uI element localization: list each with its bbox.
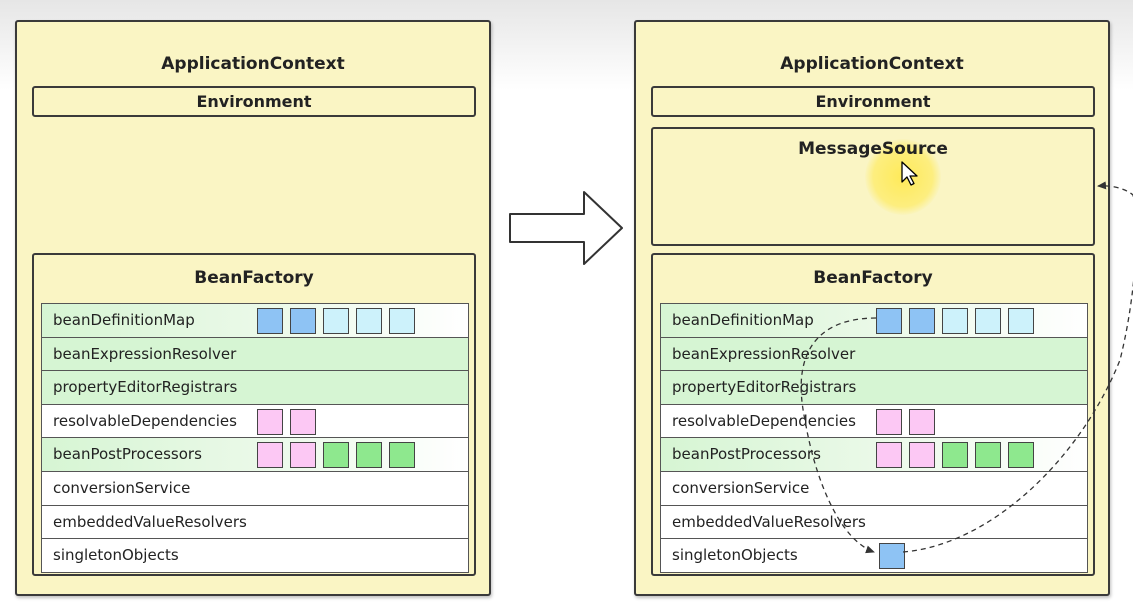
field-label: beanDefinitionMap xyxy=(53,311,195,329)
right-application-context: ApplicationContext Environment MessageSo… xyxy=(634,20,1110,596)
cyan-entry-square xyxy=(942,308,968,334)
pink-entry-square xyxy=(290,442,316,469)
field-row-embeddedValueResolvers: embeddedValueResolvers xyxy=(661,505,1087,540)
left-bean-factory-title: BeanFactory xyxy=(194,268,314,288)
blue-entry-square xyxy=(290,308,316,334)
cyan-entry-square xyxy=(1008,308,1034,334)
right-context-title: ApplicationContext xyxy=(780,54,964,74)
pink-entry-square xyxy=(257,442,283,469)
blue-entry-square xyxy=(876,308,902,334)
mouse-cursor-icon xyxy=(901,161,918,186)
field-row-beanDefinitionMap: beanDefinitionMap xyxy=(42,304,468,338)
field-row-resolvableDependencies: resolvableDependencies xyxy=(42,404,468,439)
field-label: propertyEditorRegistrars xyxy=(672,378,857,397)
green-entry-square xyxy=(942,442,968,469)
left-application-context: ApplicationContext Environment BeanFacto… xyxy=(15,20,491,596)
pink-entry-square xyxy=(909,408,935,435)
field-label: embeddedValueResolvers xyxy=(672,512,866,531)
blue-entry-square xyxy=(909,308,935,334)
field-row-beanExpressionResolver: beanExpressionResolver xyxy=(661,337,1087,372)
green-entry-square xyxy=(975,442,1001,469)
field-label: beanPostProcessors xyxy=(53,445,202,464)
right-arrow-icon xyxy=(509,191,623,265)
field-row-conversionService: conversionService xyxy=(661,471,1087,506)
blue-entry-square xyxy=(257,308,283,334)
field-label: singletonObjects xyxy=(53,546,179,565)
cyan-entry-square xyxy=(975,308,1001,334)
right-bean-factory-fields: beanDefinitionMap beanExpressionResolver p… xyxy=(660,303,1088,573)
field-row-beanExpressionResolver: beanExpressionResolver xyxy=(42,337,468,372)
pink-entry-square xyxy=(257,408,283,435)
green-entry-square xyxy=(323,442,349,469)
field-label: beanExpressionResolver xyxy=(672,344,856,363)
cyan-entry-square xyxy=(356,308,382,334)
field-row-conversionService: conversionService xyxy=(42,471,468,506)
pink-entry-square xyxy=(290,408,316,435)
left-bean-factory-fields: beanDefinitionMap beanExpressionResolver p… xyxy=(41,303,469,573)
field-label: singletonObjects xyxy=(672,546,798,565)
field-row-singletonObjects: singletonObjects xyxy=(661,539,1087,573)
pink-entry-square xyxy=(876,408,902,435)
field-label: embeddedValueResolvers xyxy=(53,512,247,531)
left-bean-factory: BeanFactory beanDefinitionMap beanExpress… xyxy=(32,253,476,576)
right-environment-box: Environment xyxy=(651,86,1095,117)
message-source-box: MessageSource xyxy=(651,127,1095,246)
right-bean-factory-title: BeanFactory xyxy=(813,268,933,288)
field-row-beanPostProcessors: beanPostProcessors xyxy=(42,438,468,472)
green-entry-square xyxy=(356,442,382,469)
pink-entry-square xyxy=(909,442,935,469)
field-label: conversionService xyxy=(672,478,810,497)
field-row-beanDefinitionMap: beanDefinitionMap xyxy=(661,304,1087,338)
field-row-propertyEditorRegistrars: propertyEditorRegistrars xyxy=(42,371,468,405)
field-row-embeddedValueResolvers: embeddedValueResolvers xyxy=(42,505,468,540)
green-entry-square xyxy=(389,442,415,469)
field-label: resolvableDependencies xyxy=(672,411,856,430)
pink-entry-square xyxy=(876,442,902,469)
field-label: resolvableDependencies xyxy=(53,411,237,430)
blue-entry-square xyxy=(879,543,905,570)
field-label: beanDefinitionMap xyxy=(672,311,814,329)
field-label: beanPostProcessors xyxy=(672,445,821,464)
field-row-beanPostProcessors: beanPostProcessors xyxy=(661,438,1087,472)
field-row-propertyEditorRegistrars: propertyEditorRegistrars xyxy=(661,371,1087,405)
cyan-entry-square xyxy=(323,308,349,334)
field-label: beanExpressionResolver xyxy=(53,344,237,363)
left-environment-box: Environment xyxy=(32,86,476,117)
message-source-title: MessageSource xyxy=(798,139,948,159)
field-label: propertyEditorRegistrars xyxy=(53,378,238,397)
green-entry-square xyxy=(1008,442,1034,469)
left-context-title: ApplicationContext xyxy=(161,54,345,74)
right-bean-factory: BeanFactory beanDefinitionMap beanExpress… xyxy=(651,253,1095,576)
field-label: conversionService xyxy=(53,478,191,497)
cyan-entry-square xyxy=(389,308,415,334)
field-row-resolvableDependencies: resolvableDependencies xyxy=(661,404,1087,439)
field-row-singletonObjects: singletonObjects xyxy=(42,539,468,573)
